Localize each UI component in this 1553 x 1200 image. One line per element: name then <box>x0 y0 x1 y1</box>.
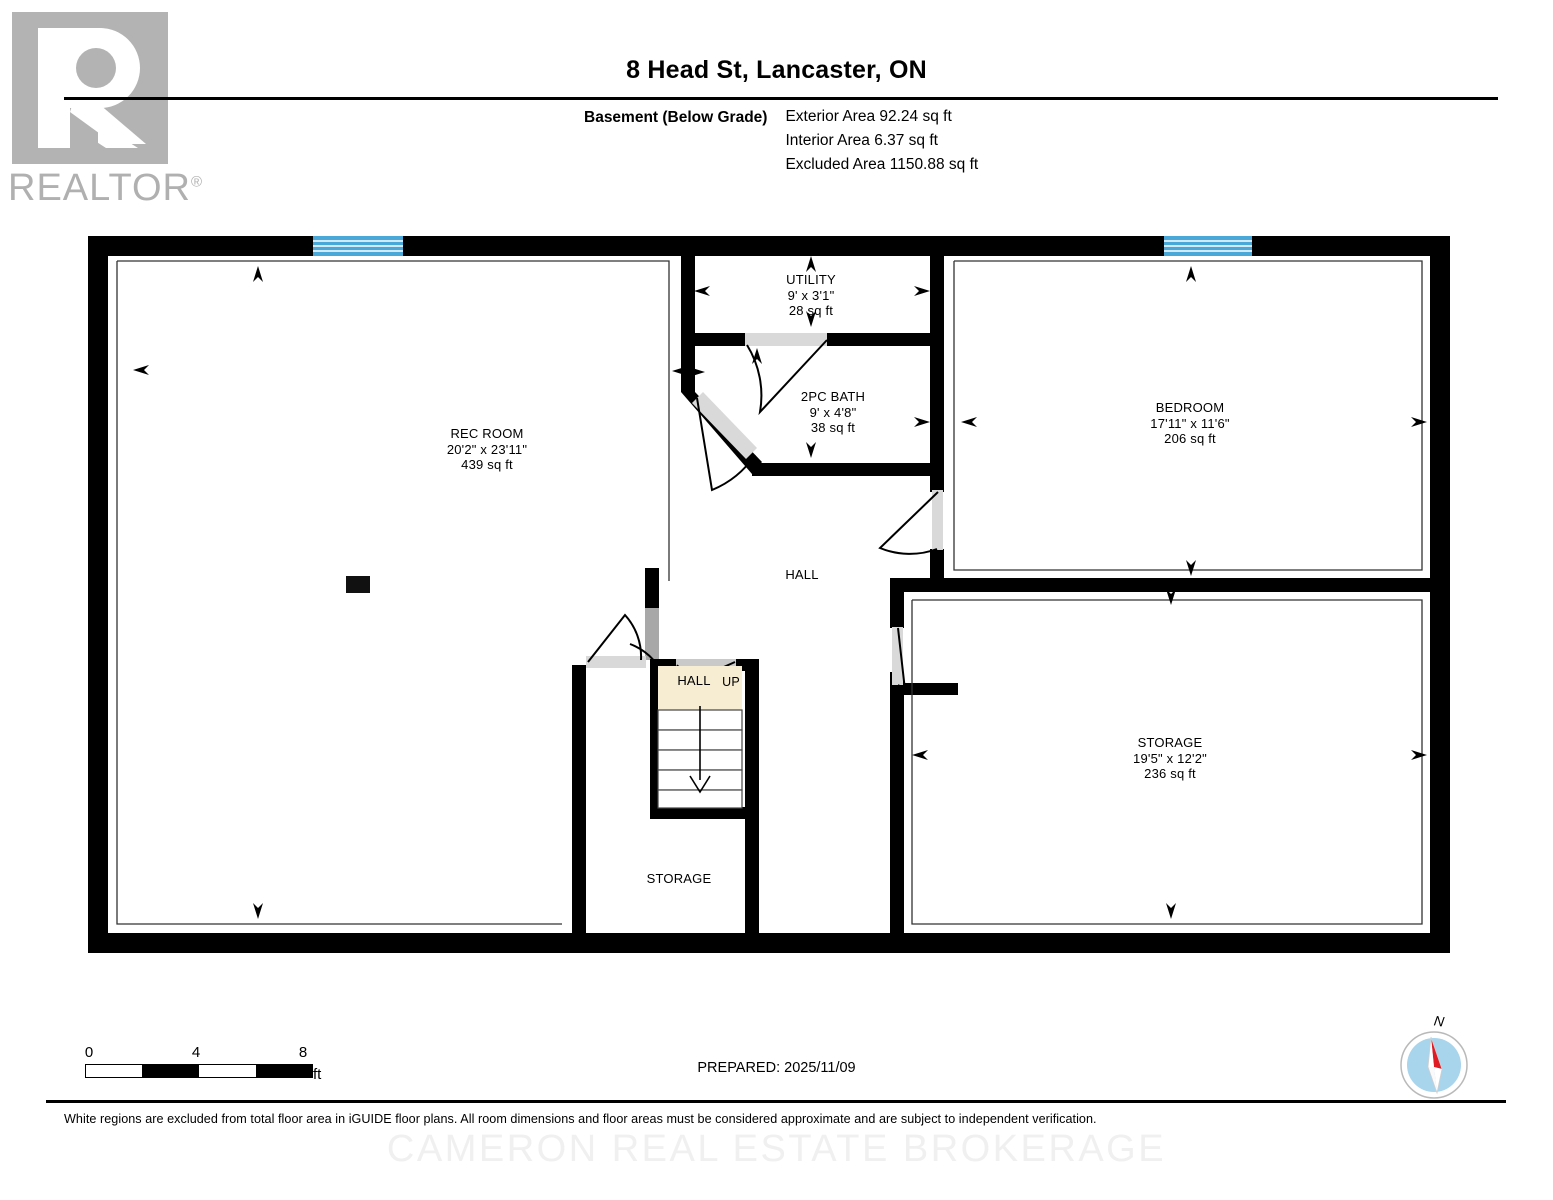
room-name: HALL <box>677 673 711 688</box>
header-meta: Basement (Below Grade) Exterior Area 92.… <box>584 108 978 174</box>
room-area: 38 sq ft <box>810 420 856 435</box>
realtor-wordmark-text: REALTOR <box>8 167 191 209</box>
interior-area: Interior Area 6.37 sq ft <box>785 132 938 149</box>
door-thresholds <box>586 333 943 685</box>
room-area: 28 sq ft <box>788 303 834 318</box>
header-divider <box>64 97 1498 100</box>
room-dimensions: 20'2" x 23'11" <box>446 441 528 457</box>
interior-walls <box>572 236 1450 951</box>
stair-direction-arrow <box>689 706 711 794</box>
room-label-bedroom: BEDROOM 17'11" x 11'6" 206 sq ft <box>1150 400 1229 447</box>
room-area: 439 sq ft <box>461 457 513 472</box>
structural-post <box>346 576 370 593</box>
room-name: BEDROOM <box>1155 400 1225 415</box>
scale-unit: ft <box>313 1066 322 1083</box>
brokerage-watermark: CAMERON REAL ESTATE BROKERAGE <box>386 1128 1167 1170</box>
room-name: REC ROOM <box>450 426 524 441</box>
room-name: UTILITY <box>786 272 836 287</box>
room-area: 206 sq ft <box>1164 431 1216 446</box>
compass-north-label: N <box>1432 1012 1446 1030</box>
scale-tick-8: 8 <box>298 1044 308 1061</box>
room-label-hall: HALL <box>785 567 818 583</box>
window-top-right <box>1164 236 1252 256</box>
realtor-r-mark-icon <box>12 12 168 164</box>
room-area: 236 sq ft <box>1144 766 1196 781</box>
room-name: STORAGE <box>1137 735 1203 750</box>
scale-tick-0: 0 <box>84 1044 94 1061</box>
realtor-wordmark: REALTOR® <box>8 167 203 210</box>
window-elements <box>313 236 1252 256</box>
room-dimensions: 17'11" x 11'6" <box>1150 415 1230 431</box>
exterior-area: Exterior Area 92.24 sq ft <box>785 108 952 125</box>
room-label-stair-hall: HALL <box>677 673 710 689</box>
exterior-walls <box>88 236 1450 953</box>
footer-divider <box>46 1100 1506 1103</box>
dimension-outlines <box>116 260 1423 925</box>
room-label-storage-right: STORAGE 19'5" x 12'2" 236 sq ft <box>1133 735 1207 782</box>
realtor-logo: REALTOR® <box>8 12 202 209</box>
excluded-area: Excluded Area 1150.88 sq ft <box>785 156 979 173</box>
area-summary: Exterior Area 92.24 sq ft Interior Area … <box>785 108 978 174</box>
room-dimensions: 19'5" x 12'2" <box>1133 750 1207 766</box>
room-dimensions: 9' x 4'8" <box>809 404 857 420</box>
window-top-left <box>313 236 403 256</box>
room-name: HALL <box>785 567 819 582</box>
disclaimer-text: White regions are excluded from total fl… <box>64 1112 1097 1126</box>
door-swings <box>587 339 939 693</box>
registered-icon: ® <box>190 173 204 191</box>
scale-bar: 0 4 8 ft <box>85 1044 345 1089</box>
room-name: 2PC BATH <box>800 389 866 404</box>
room-name: STORAGE <box>646 871 712 886</box>
room-label-2pc-bath: 2PC BATH 9' x 4'8" 38 sq ft <box>801 389 865 436</box>
prepared-date: PREPARED: 2025/11/09 <box>697 1060 856 1076</box>
scale-tick-4: 4 <box>191 1044 201 1061</box>
room-label-utility: UTILITY 9' x 3'1" 28 sq ft <box>786 272 836 319</box>
scale-bar-graphic <box>85 1064 313 1078</box>
compass-rose: N <box>1398 1012 1478 1103</box>
room-label-storage-bottom: STORAGE <box>647 871 712 887</box>
floor-label: Basement (Below Grade) <box>584 109 768 126</box>
compass-icon <box>1400 1031 1468 1099</box>
stair-up-text: UP <box>722 675 740 689</box>
stair-direction-label: UP <box>722 675 740 691</box>
room-label-rec-room: REC ROOM 20'2" x 23'11" 439 sq ft <box>447 426 527 473</box>
page-title: 8 Head St, Lancaster, ON <box>626 56 927 84</box>
room-dimensions: 9' x 3'1" <box>787 287 835 303</box>
stair-treads <box>657 709 743 809</box>
dimension-arrows <box>133 256 1427 919</box>
